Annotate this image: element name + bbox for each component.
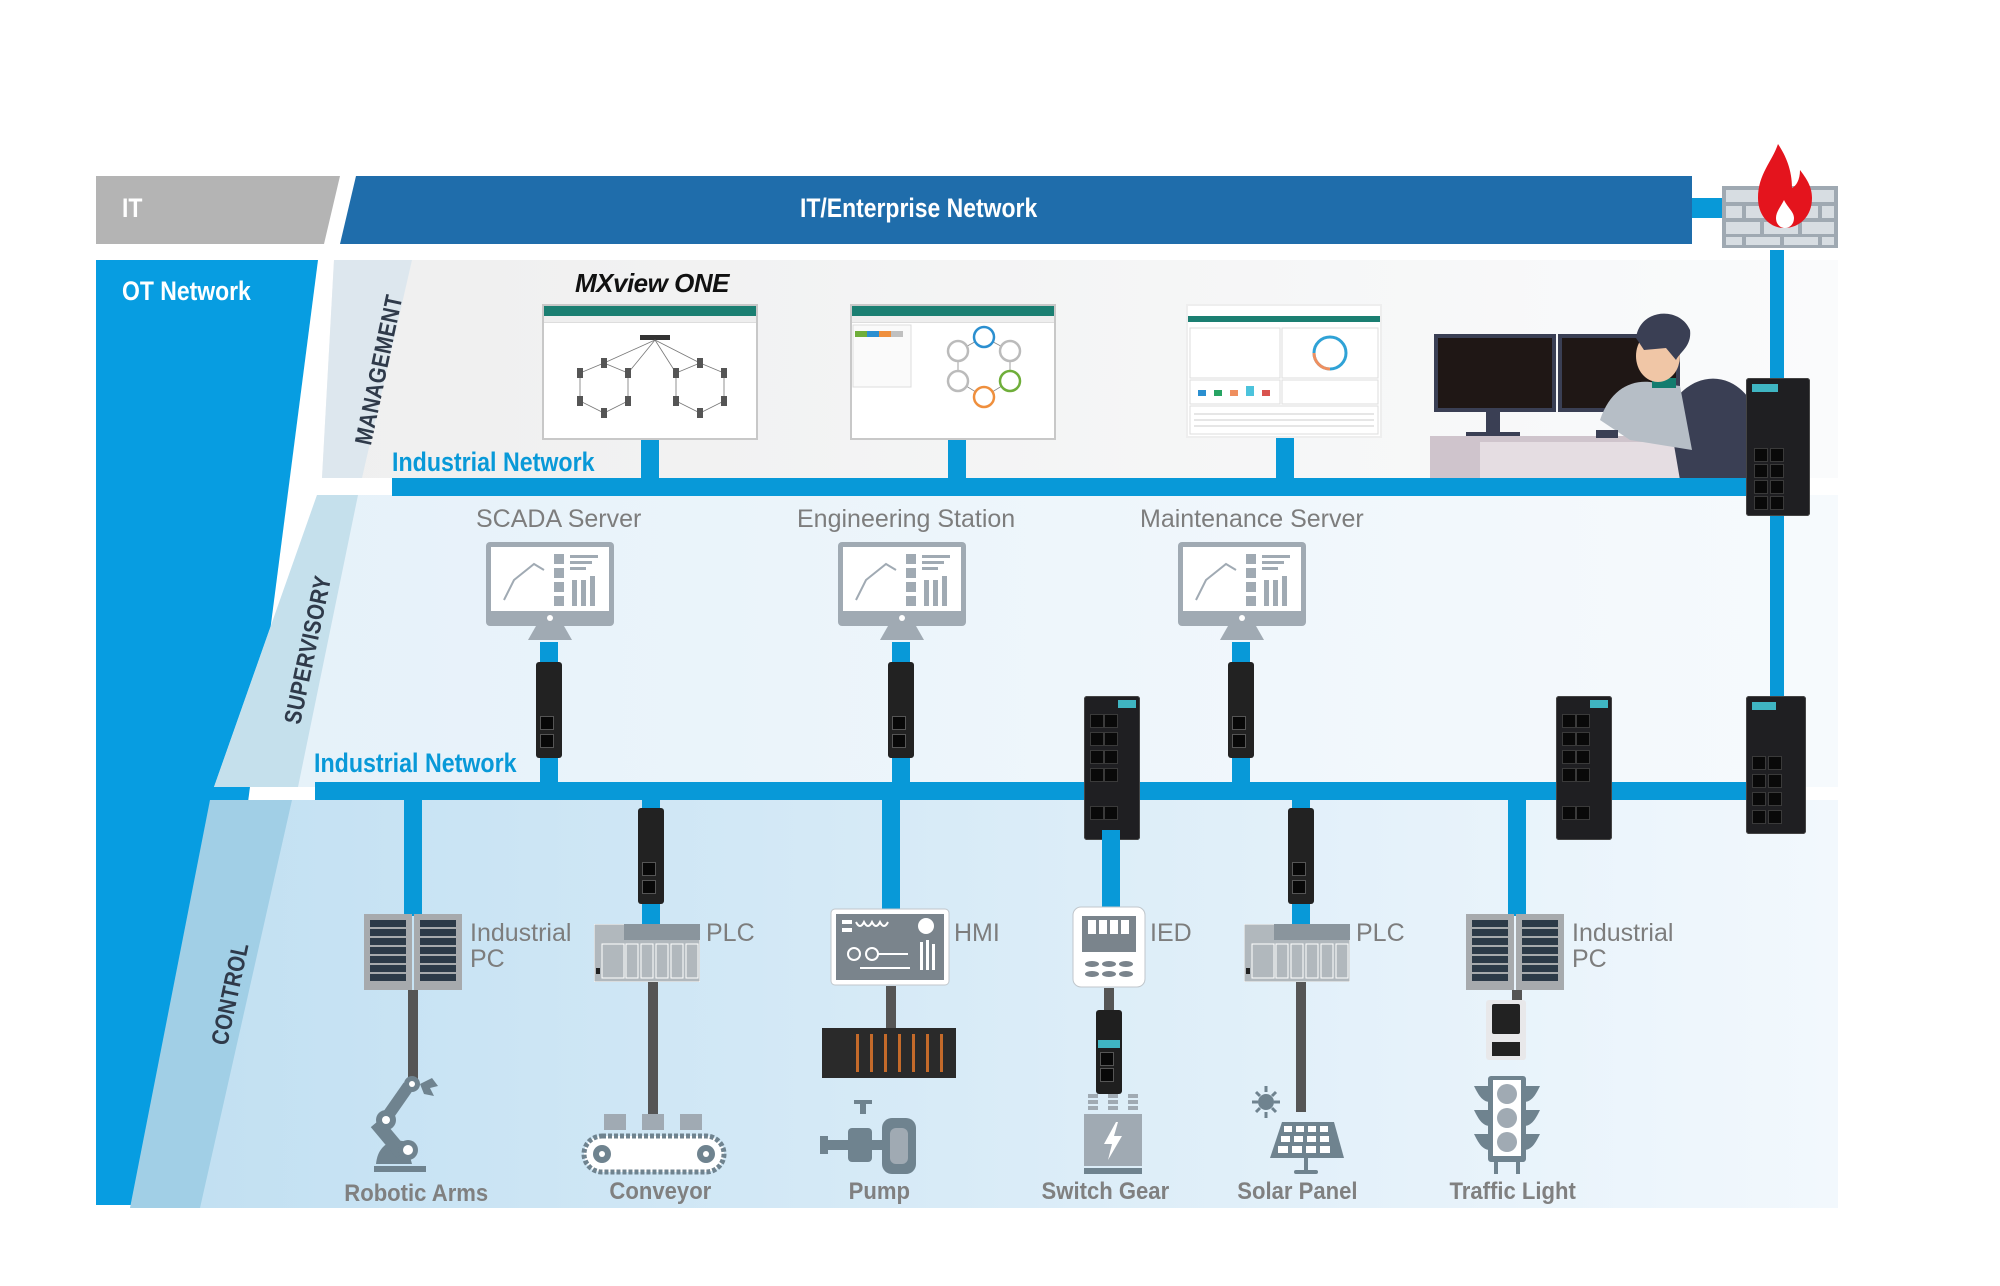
management-bus bbox=[392, 478, 1772, 496]
plc-icon-2[interactable] bbox=[1244, 924, 1350, 982]
remote-io-rack-icon[interactable] bbox=[822, 1028, 956, 1078]
device-label-ied: IED bbox=[1150, 919, 1192, 947]
control-drop-4 bbox=[1102, 830, 1120, 916]
supervisory-bus bbox=[315, 782, 1775, 800]
mxview-security-screen[interactable] bbox=[850, 304, 1056, 440]
maintenance-server-monitor-icon[interactable] bbox=[1176, 540, 1308, 642]
topology-graph bbox=[577, 335, 727, 418]
security-dashboard-screen[interactable] bbox=[1186, 304, 1382, 438]
hmi-icon[interactable] bbox=[830, 908, 950, 986]
ot-band bbox=[96, 260, 318, 1205]
device-label-plc-1: PLC bbox=[706, 919, 755, 947]
station-label-engineering: Engineering Station bbox=[797, 505, 1016, 533]
mxview-one-logo: MXview ONE bbox=[575, 268, 729, 298]
supervisory-band bbox=[214, 495, 1838, 787]
it-band bbox=[96, 176, 340, 244]
dashboard-widgets bbox=[1189, 327, 1379, 435]
control-drop-6 bbox=[1508, 800, 1526, 916]
field-wire-2 bbox=[648, 982, 658, 1124]
industrial-pc-icon-1[interactable] bbox=[364, 914, 462, 992]
field-wire-4 bbox=[1104, 988, 1114, 1012]
backbone-switch-2[interactable] bbox=[1556, 696, 1612, 840]
station-label-scada: SCADA Server bbox=[476, 505, 642, 533]
ied-gateway-device[interactable] bbox=[1096, 1010, 1122, 1094]
mgmt-drop-1 bbox=[641, 440, 659, 480]
control-strip bbox=[130, 800, 292, 1208]
station-label-maintenance: Maintenance Server bbox=[1140, 505, 1364, 533]
plc-gateway-device-2[interactable] bbox=[1288, 808, 1314, 904]
conveyor-icon bbox=[581, 1114, 727, 1175]
enterprise-to-firewall-link bbox=[1692, 198, 1722, 218]
backbone-switch-1[interactable] bbox=[1084, 696, 1140, 840]
scada-gateway-device[interactable] bbox=[536, 662, 562, 758]
engineering-gateway-device[interactable] bbox=[888, 662, 914, 758]
field-wire-3 bbox=[886, 986, 896, 1030]
industrial-pc-icon-2[interactable] bbox=[1466, 914, 1564, 992]
security-view-graph bbox=[852, 324, 1022, 409]
solar-panel-icon bbox=[1252, 1086, 1344, 1174]
firewall-icon[interactable] bbox=[1720, 140, 1840, 252]
scada-server-monitor-icon[interactable] bbox=[484, 540, 616, 642]
field-wire-5 bbox=[1296, 982, 1306, 1112]
engineering-station-monitor-icon[interactable] bbox=[836, 540, 968, 642]
pump-icon bbox=[820, 1100, 916, 1174]
field-label-traffic-light: Traffic Light bbox=[1449, 1178, 1576, 1205]
mgmt-drop-3 bbox=[1276, 438, 1294, 480]
control-band bbox=[196, 800, 1838, 1208]
mxview-topology-screen[interactable] bbox=[542, 304, 758, 440]
robotic-arm-icon bbox=[370, 1076, 438, 1172]
field-label-robotic-arms: Robotic Arms bbox=[344, 1180, 489, 1207]
enterprise-band bbox=[340, 176, 1692, 244]
control-drop-3 bbox=[882, 800, 900, 916]
traffic-light-icon bbox=[1474, 1076, 1540, 1174]
security-router-top[interactable] bbox=[1746, 378, 1810, 516]
enterprise-network-label: IT/Enterprise Network bbox=[800, 193, 1038, 223]
switch-gear-icon bbox=[1084, 1094, 1142, 1174]
management-strip bbox=[322, 260, 412, 478]
mgmt-drop-2 bbox=[948, 440, 966, 480]
device-label-plc-2: PLC bbox=[1356, 919, 1405, 947]
field-label-solar-panel: Solar Panel bbox=[1237, 1178, 1358, 1205]
maintenance-gateway-device[interactable] bbox=[1228, 662, 1254, 758]
security-router-bottom[interactable] bbox=[1746, 696, 1806, 834]
management-network-label: Industrial Network bbox=[392, 447, 595, 477]
traffic-gateway-device[interactable] bbox=[1486, 1000, 1526, 1060]
supervisory-network-label: Industrial Network bbox=[314, 748, 517, 778]
field-wire-6 bbox=[1512, 990, 1522, 1008]
field-label-conveyor: Conveyor bbox=[609, 1178, 712, 1205]
operator-workstation-icon bbox=[1430, 313, 1750, 480]
plc-icon-1[interactable] bbox=[594, 924, 700, 982]
it-label: IT bbox=[122, 193, 143, 223]
device-label-hmi: HMI bbox=[954, 919, 1000, 947]
ied-icon[interactable] bbox=[1072, 906, 1146, 988]
plc-gateway-device-1[interactable] bbox=[638, 808, 664, 904]
field-label-switch-gear: Switch Gear bbox=[1041, 1178, 1170, 1205]
ot-network-label: OT Network bbox=[122, 276, 251, 306]
field-label-pump: Pump bbox=[848, 1178, 911, 1205]
control-drop-1 bbox=[404, 800, 422, 916]
supervisory-strip bbox=[214, 495, 358, 787]
field-wire-1 bbox=[408, 990, 418, 1080]
